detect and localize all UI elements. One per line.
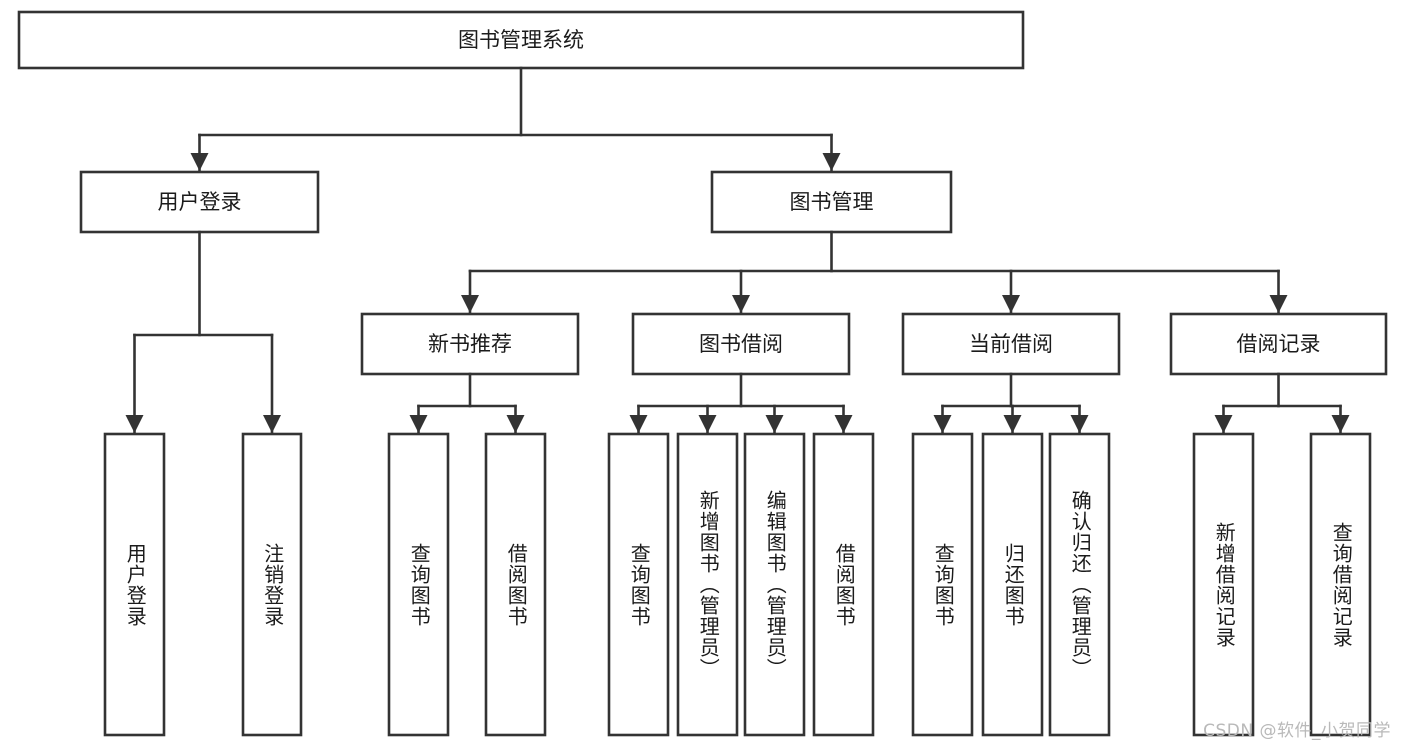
arrow-head-icon xyxy=(190,153,209,171)
node-label: 图书管理系统 xyxy=(458,28,584,52)
arrow-head-icon xyxy=(822,153,841,171)
node-new-book-recommend[interactable]: 新书推荐 xyxy=(360,312,580,376)
arrow-head-icon xyxy=(263,415,281,433)
arrow-head-icon xyxy=(125,415,144,433)
node-root[interactable]: 图书管理系统 xyxy=(17,10,1025,70)
arrow-head-icon xyxy=(732,295,750,313)
node-leaf-query-record[interactable] xyxy=(1309,432,1372,737)
node-book-borrow[interactable]: 图书借阅 xyxy=(631,312,851,376)
arrow-head-icon xyxy=(409,415,428,433)
node-leaf-user-logout[interactable] xyxy=(241,432,303,737)
arrow-head-icon xyxy=(1002,295,1020,313)
node-leaf-query-book-1[interactable] xyxy=(387,432,450,737)
node-leaf-add-book[interactable] xyxy=(676,432,739,737)
arrow-head-icon xyxy=(1269,295,1288,313)
arrow-head-icon xyxy=(765,415,784,433)
arrow-head-icon xyxy=(461,295,479,313)
node-leaf-borrow-book-2[interactable] xyxy=(812,432,875,737)
node-book-admin[interactable]: 图书管理 xyxy=(710,170,953,234)
arrow-head-icon xyxy=(834,415,853,433)
node-leaf-borrow-book-1[interactable] xyxy=(484,432,547,737)
watermark-text: CSDN @软件_小贺同学 xyxy=(1203,721,1391,741)
arrow-head-icon xyxy=(1070,415,1089,433)
node-label: 图书借阅 xyxy=(699,332,783,356)
arrow-head-icon xyxy=(1003,415,1022,433)
node-leaf-confirm-return[interactable] xyxy=(1048,432,1111,737)
arrow-head-icon xyxy=(1214,415,1233,433)
node-current-borrow[interactable]: 当前借阅 xyxy=(901,312,1121,376)
node-leaf-query-book-2[interactable] xyxy=(607,432,670,737)
arrow-head-icon xyxy=(629,415,648,433)
arrow-head-icon xyxy=(1331,415,1350,433)
node-leaf-user-login[interactable] xyxy=(103,432,166,737)
node-label: 当前借阅 xyxy=(969,332,1053,356)
node-leaf-add-record[interactable] xyxy=(1192,432,1255,737)
node-leaf-edit-book[interactable] xyxy=(743,432,806,737)
arrow-head-icon xyxy=(933,415,952,433)
arrow-head-icon xyxy=(698,415,717,433)
node-leaf-query-book-3[interactable] xyxy=(911,432,974,737)
node-borrow-record[interactable]: 借阅记录 xyxy=(1169,312,1388,376)
node-label: 借阅记录 xyxy=(1237,332,1321,356)
node-label: 用户登录 xyxy=(158,190,242,214)
arrow-head-icon xyxy=(506,415,525,433)
node-label: 图书管理 xyxy=(790,190,874,214)
node-user-login[interactable]: 用户登录 xyxy=(79,170,320,234)
node-label: 新书推荐 xyxy=(428,332,512,356)
node-leaf-return-book[interactable] xyxy=(981,432,1044,737)
